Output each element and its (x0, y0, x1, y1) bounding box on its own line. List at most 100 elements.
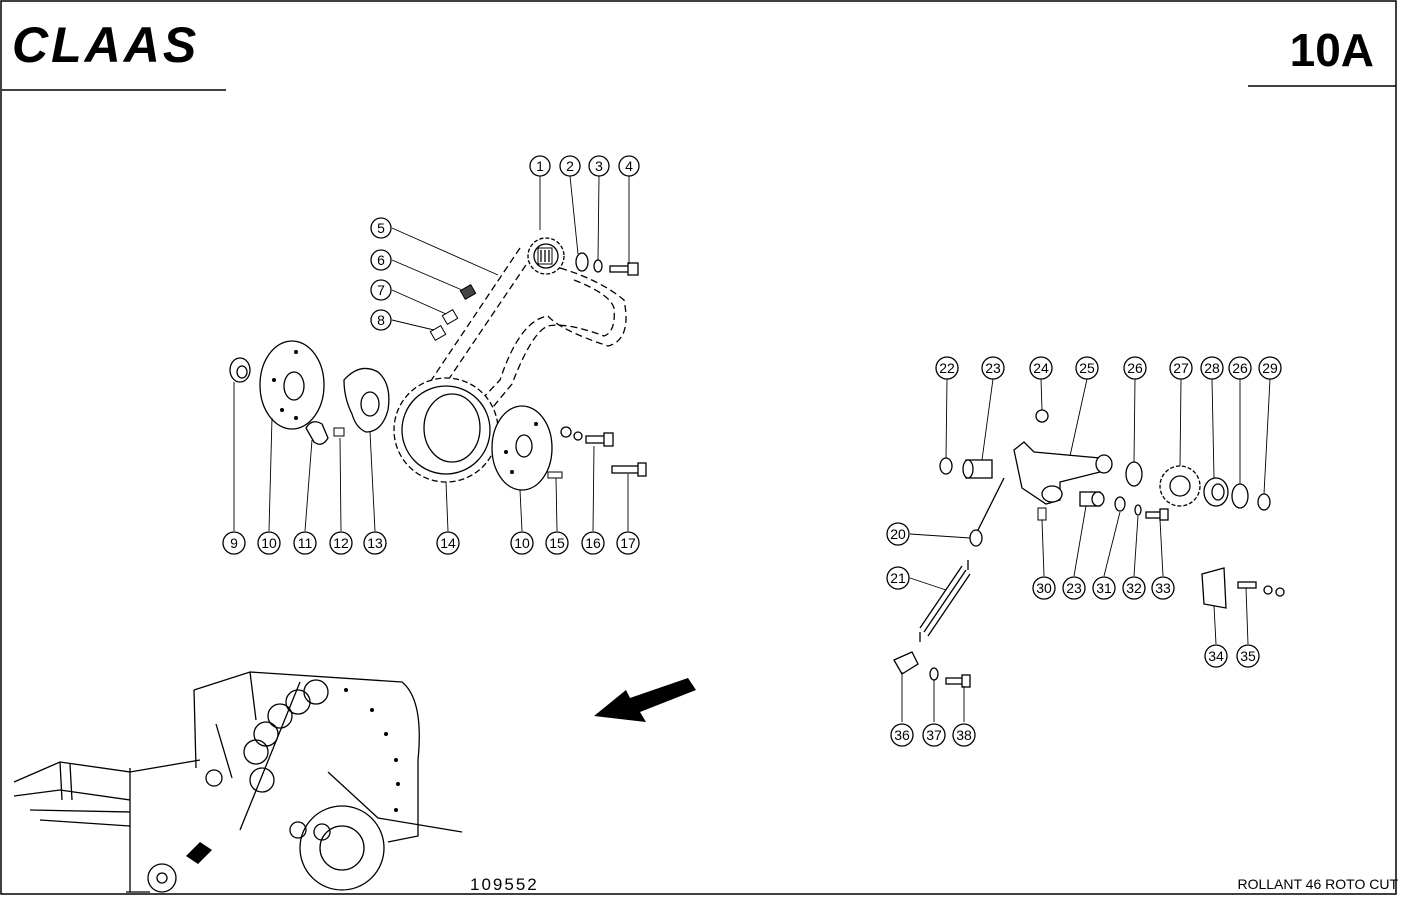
svg-text:7: 7 (377, 282, 385, 298)
callout-6: 6 (370, 249, 392, 271)
svg-text:8: 8 (377, 312, 385, 328)
callout-4: 4 (618, 155, 640, 177)
svg-text:2: 2 (566, 158, 574, 174)
baler-overview-illustration (13, 671, 463, 893)
callout-17: 17 (616, 531, 640, 555)
chain-link-part-7 (441, 308, 459, 326)
svg-text:26: 26 (1127, 360, 1143, 376)
callout-1: 1 (529, 155, 551, 177)
guard-plate (1201, 567, 1227, 609)
short-bolt (333, 427, 345, 437)
callout-21: 21 (886, 566, 910, 590)
callout-3: 3 (588, 155, 610, 177)
svg-text:22: 22 (939, 360, 955, 376)
washer-37 (929, 667, 939, 681)
page-number: 10A (1290, 24, 1374, 76)
svg-text:26: 26 (1232, 360, 1248, 376)
callout-23-bottom: 23 (1062, 576, 1086, 600)
svg-text:1: 1 (536, 158, 544, 174)
callout-13: 13 (363, 531, 387, 555)
svg-text:9: 9 (230, 535, 238, 551)
callout-12: 12 (329, 531, 353, 555)
lock-nut (1035, 409, 1049, 423)
bolt-with-nut (1237, 581, 1285, 597)
svg-text:30: 30 (1036, 580, 1052, 596)
bolt-38 (945, 674, 971, 688)
svg-text:35: 35 (1240, 648, 1256, 664)
svg-text:23: 23 (985, 360, 1001, 376)
washer-32 (1134, 504, 1142, 516)
svg-text:4: 4 (625, 158, 633, 174)
disc-washer (575, 252, 589, 272)
svg-text:20: 20 (890, 526, 906, 542)
hex-bolt (609, 262, 639, 276)
callout-31: 31 (1092, 576, 1116, 600)
callout-33: 33 (1151, 576, 1175, 600)
leader-lines-right (901, 378, 1271, 722)
callout-7: 7 (370, 279, 392, 301)
plain-washer (573, 431, 583, 441)
svg-text:38: 38 (956, 727, 972, 743)
svg-text:23: 23 (1066, 580, 1082, 596)
svg-text:25: 25 (1079, 360, 1095, 376)
svg-text:11: 11 (298, 535, 313, 551)
callout-9: 9 (222, 531, 246, 555)
callout-10-right: 10 (510, 531, 534, 555)
chain-link-part-6 (459, 283, 477, 301)
callout-37: 37 (922, 723, 946, 747)
tensioner-arm (1013, 441, 1113, 505)
callout-25: 25 (1075, 356, 1099, 380)
callout-36: 36 (890, 723, 914, 747)
chain-drive-assembly (229, 175, 647, 532)
drawing-number: 109552 (470, 875, 539, 894)
svg-text:29: 29 (1262, 360, 1278, 376)
large-sprocket (393, 377, 499, 483)
callout-2: 2 (559, 155, 581, 177)
callout-26-left: 26 (1123, 356, 1147, 380)
flange-plate-left (259, 340, 325, 430)
callout-38: 38 (952, 723, 976, 747)
tension-spring (919, 560, 971, 642)
callouts: 1 2 3 4 5 6 7 8 9 10 11 12 13 14 10 15 1… (222, 155, 1282, 747)
svg-text:24: 24 (1033, 360, 1049, 376)
eye-bolt (969, 477, 1005, 547)
model-name: ROLLANT 46 ROTO CUT (1237, 876, 1398, 892)
drive-chain (417, 247, 627, 431)
washer-31 (1114, 496, 1126, 512)
callout-29: 29 (1258, 356, 1282, 380)
svg-text:27: 27 (1173, 360, 1189, 376)
svg-text:12: 12 (333, 535, 349, 551)
spring-washer (593, 259, 603, 273)
chain-tensioner-assembly (893, 378, 1285, 722)
small-sprocket (527, 237, 565, 275)
svg-text:17: 17 (620, 535, 636, 551)
svg-text:5: 5 (377, 220, 385, 236)
callout-32: 32 (1122, 576, 1146, 600)
bushing-sleeve (1079, 491, 1105, 507)
callout-20: 20 (886, 522, 910, 546)
svg-text:21: 21 (890, 570, 906, 586)
svg-text:3: 3 (595, 158, 603, 174)
leader-lines-left (233, 175, 630, 532)
chain-link-part-8 (429, 324, 447, 342)
snap-ring (1125, 461, 1143, 487)
callout-23-top: 23 (981, 356, 1005, 380)
svg-text:33: 33 (1155, 580, 1171, 596)
idler-sprocket (1159, 465, 1201, 507)
svg-text:37: 37 (926, 727, 942, 743)
svg-text:31: 31 (1096, 580, 1112, 596)
grease-nipple (1037, 507, 1047, 521)
callout-35: 35 (1236, 644, 1260, 668)
callout-16: 16 (581, 531, 605, 555)
claas-logo: CLAAS (12, 17, 199, 73)
long-bolt (585, 432, 614, 447)
direction-arrow (594, 678, 696, 722)
svg-text:14: 14 (440, 535, 456, 551)
callout-27: 27 (1169, 356, 1193, 380)
callout-11: 11 (293, 531, 317, 555)
callout-30: 30 (1032, 576, 1056, 600)
spring-bracket (893, 651, 919, 675)
svg-text:10: 10 (514, 535, 530, 551)
